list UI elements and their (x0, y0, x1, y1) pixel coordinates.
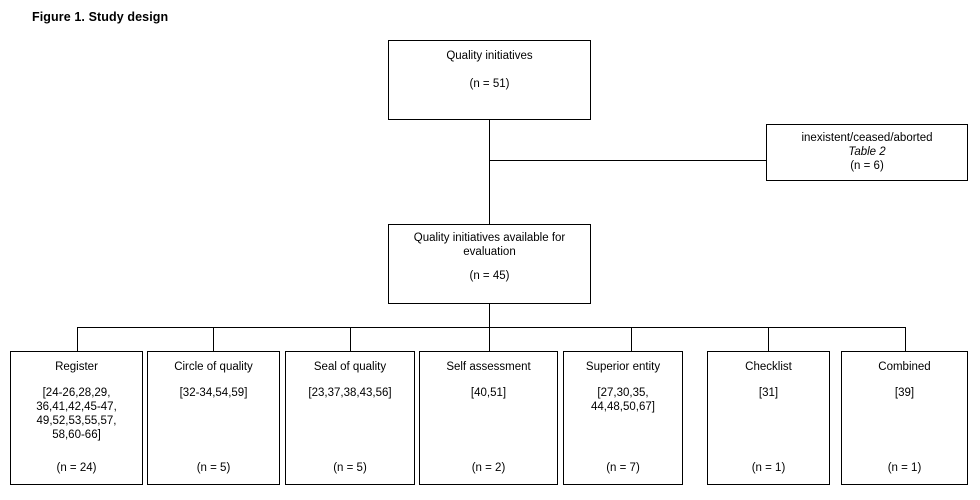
node-count: (n = 45) (469, 270, 510, 282)
node-count: (n = 7) (606, 462, 640, 474)
node-label: Combined (878, 361, 931, 373)
node-self-assessment: Self assessment [40,51] (n = 2) (419, 351, 558, 485)
node-superior-entity: Superior entity [27,30,35, 44,48,50,67] … (563, 351, 683, 485)
connector-drop-circle-of-quality (213, 327, 214, 351)
node-inexistent-ceased-aborted: inexistent/ceased/aborted Table 2 (n = 6… (766, 124, 968, 181)
node-references: [40,51] (470, 387, 507, 399)
node-label: Register (55, 361, 98, 373)
node-count: (n = 51) (469, 78, 510, 90)
node-label: Checklist (745, 361, 792, 373)
node-circle-of-quality: Circle of quality [32-34,54,59] (n = 5) (147, 351, 280, 485)
node-count: (n = 6) (850, 160, 884, 172)
node-label: Self assessment (446, 361, 531, 373)
figure-caption: Figure 1. Study design (32, 10, 169, 24)
node-quality-initiatives-available: Quality initiatives available for evalua… (388, 224, 591, 304)
node-count: (n = 24) (56, 462, 97, 474)
node-count: (n = 1) (751, 462, 786, 474)
node-label: Quality initiatives (446, 50, 533, 62)
node-count: (n = 2) (471, 462, 506, 474)
connector-available-to-bus (489, 304, 490, 327)
connector-root-to-excluded (489, 160, 766, 161)
connector-drop-checklist (768, 327, 769, 351)
node-label: Quality initiatives available for evalua… (413, 232, 566, 258)
connector-root-to-available (489, 120, 490, 224)
connector-drop-self-assessment (489, 327, 490, 351)
node-seal-of-quality: Seal of quality [23,37,38,43,56] (n = 5) (285, 351, 415, 485)
node-label: Superior entity (585, 361, 661, 373)
node-references: [39] (894, 387, 915, 399)
node-label: Seal of quality (313, 361, 387, 373)
connector-drop-combined (905, 327, 906, 351)
node-references: [31] (758, 387, 779, 399)
node-register: Register [24-26,28,29, 36,41,42,45-47, 4… (10, 351, 143, 485)
node-label: Circle of quality (174, 361, 253, 373)
node-count: (n = 1) (887, 462, 922, 474)
node-table-reference: Table 2 (848, 146, 886, 158)
node-quality-initiatives: Quality initiatives (n = 51) (388, 40, 591, 120)
node-references: [23,37,38,43,56] (308, 387, 392, 399)
node-count: (n = 5) (333, 462, 367, 474)
node-references: [32-34,54,59] (179, 387, 248, 399)
connector-distribution-bus (77, 327, 906, 328)
node-references: [27,30,35, 44,48,50,67] (591, 387, 655, 413)
node-label: inexistent/ceased/aborted (801, 132, 933, 144)
connector-drop-superior-entity (631, 327, 632, 351)
node-references: [24-26,28,29, 36,41,42,45-47, 49,52,53,5… (36, 387, 117, 441)
connector-drop-register (77, 327, 78, 351)
connector-drop-seal-of-quality (350, 327, 351, 351)
node-checklist: Checklist [31] (n = 1) (707, 351, 830, 485)
node-count: (n = 5) (196, 462, 231, 474)
node-combined: Combined [39] (n = 1) (841, 351, 968, 485)
